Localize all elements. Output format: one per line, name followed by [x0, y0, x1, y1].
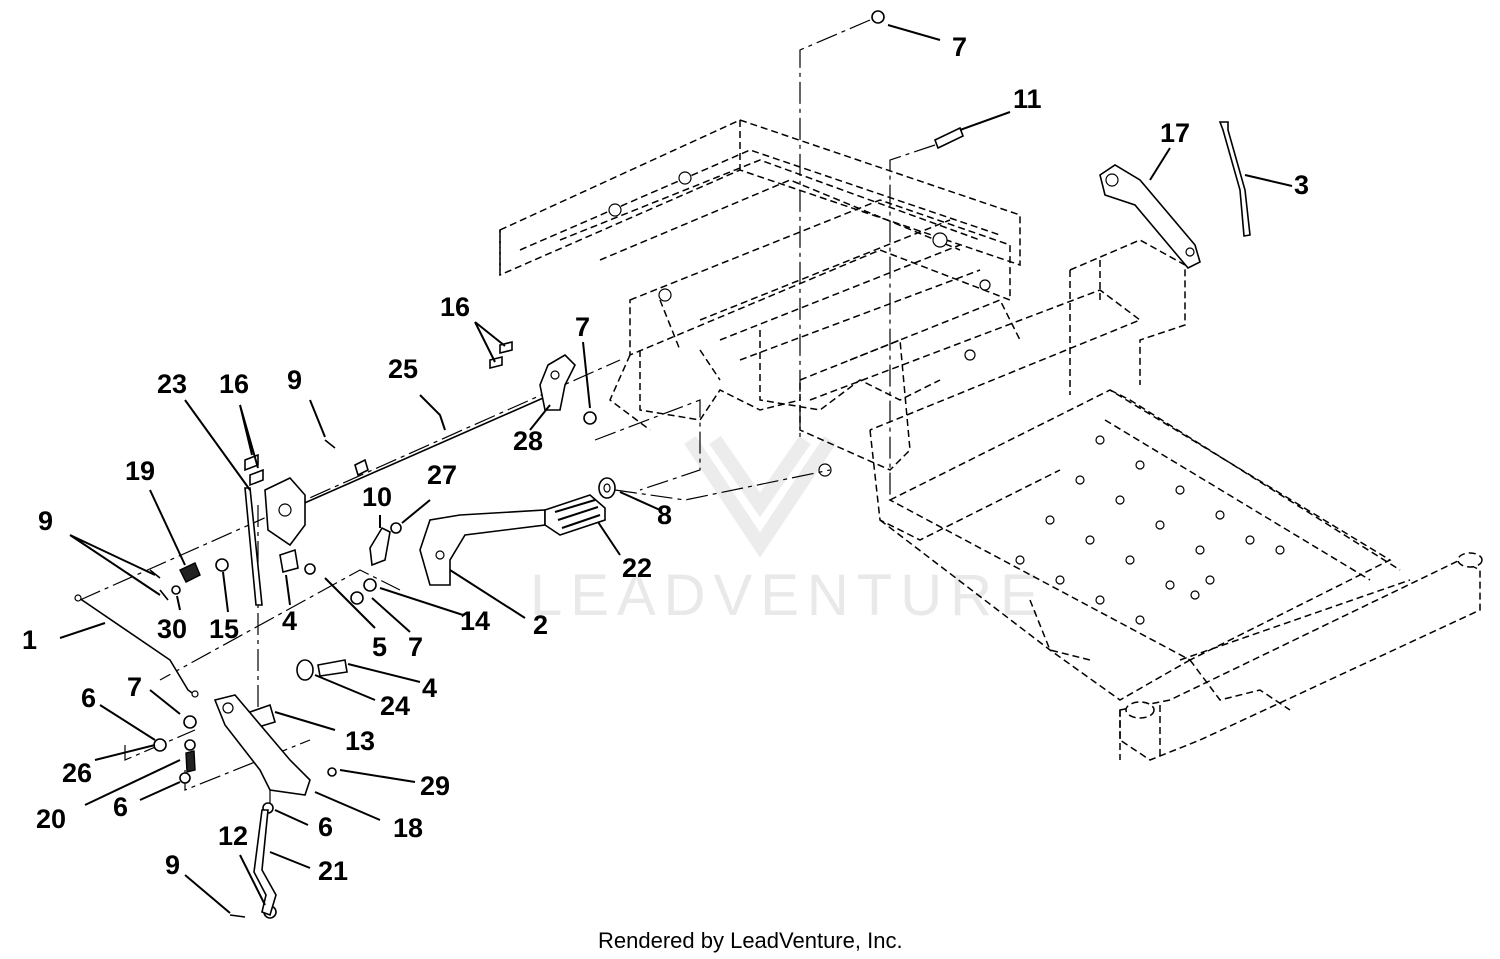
callout-5: 5 [372, 632, 387, 662]
callout-7-low: 7 [408, 632, 423, 662]
callout-3: 3 [1294, 170, 1309, 200]
callout-16-right: 16 [440, 292, 470, 322]
footer-credit: Rendered by LeadVenture, Inc. [598, 928, 903, 953]
part-22-pedal-pad [544, 494, 606, 536]
callout-12: 12 [218, 821, 248, 851]
callout-7-top: 7 [952, 32, 967, 62]
watermark: LEADVENTURE [530, 436, 1047, 628]
part-3-rod [1218, 121, 1251, 237]
watermark-text: LEADVENTURE [530, 563, 1047, 628]
callout-25: 25 [388, 354, 418, 384]
callout-20: 20 [36, 804, 66, 834]
part-25-shaft [299, 394, 551, 506]
part-18-lever [213, 694, 311, 796]
part-17-bracket [1099, 164, 1201, 269]
callout-22: 22 [622, 553, 652, 583]
callout-13: 13 [345, 726, 375, 756]
lower-frame [809, 239, 1483, 761]
part-2-pedal-arm [419, 509, 546, 586]
callout-18: 18 [393, 813, 423, 843]
part-19-block [179, 562, 201, 583]
part-28-bracket [539, 353, 576, 411]
callout-23: 23 [157, 369, 187, 399]
callout-4-lower: 4 [422, 673, 437, 703]
callout-7-left: 7 [127, 672, 142, 702]
callout-14: 14 [460, 606, 490, 636]
leader-lines [59, 24, 1293, 914]
part-1-rod [74, 594, 199, 698]
callout-6-top: 6 [81, 683, 96, 713]
part-8-bushing [598, 477, 616, 499]
callout-9-left: 9 [38, 506, 53, 536]
callout-8: 8 [657, 500, 672, 530]
callout-labels: 7 11 17 3 16 7 25 23 16 9 28 19 27 10 8 … [22, 32, 1309, 886]
callout-29: 29 [420, 771, 450, 801]
callout-27: 27 [427, 460, 457, 490]
small-fasteners [149, 10, 965, 919]
part-23-plate [244, 477, 306, 606]
floor-holes [1015, 435, 1285, 625]
callout-16-left: 16 [219, 369, 249, 399]
callout-24: 24 [380, 691, 410, 721]
callout-19: 19 [125, 456, 155, 486]
callout-9-top: 9 [287, 365, 302, 395]
watermark-logo-icon [684, 436, 836, 558]
callout-7-mid: 7 [575, 312, 590, 342]
alignment-lines [79, 19, 936, 810]
callout-15: 15 [209, 614, 239, 644]
callout-17: 17 [1160, 118, 1190, 148]
callout-2: 2 [533, 610, 548, 640]
callout-28: 28 [513, 426, 543, 456]
callout-9-bottom: 9 [165, 850, 180, 880]
upper-frame [499, 119, 1021, 477]
callout-26: 26 [62, 758, 92, 788]
callout-6-low: 6 [318, 812, 333, 842]
part-10-clip [369, 526, 391, 567]
callout-21: 21 [318, 856, 348, 886]
callout-30: 30 [157, 614, 187, 644]
callout-6-mid: 6 [113, 792, 128, 822]
callout-10: 10 [362, 482, 392, 512]
callout-1: 1 [22, 625, 37, 655]
callout-11: 11 [1013, 84, 1042, 114]
part-21-link [253, 809, 277, 917]
callout-4-upper: 4 [282, 606, 297, 636]
